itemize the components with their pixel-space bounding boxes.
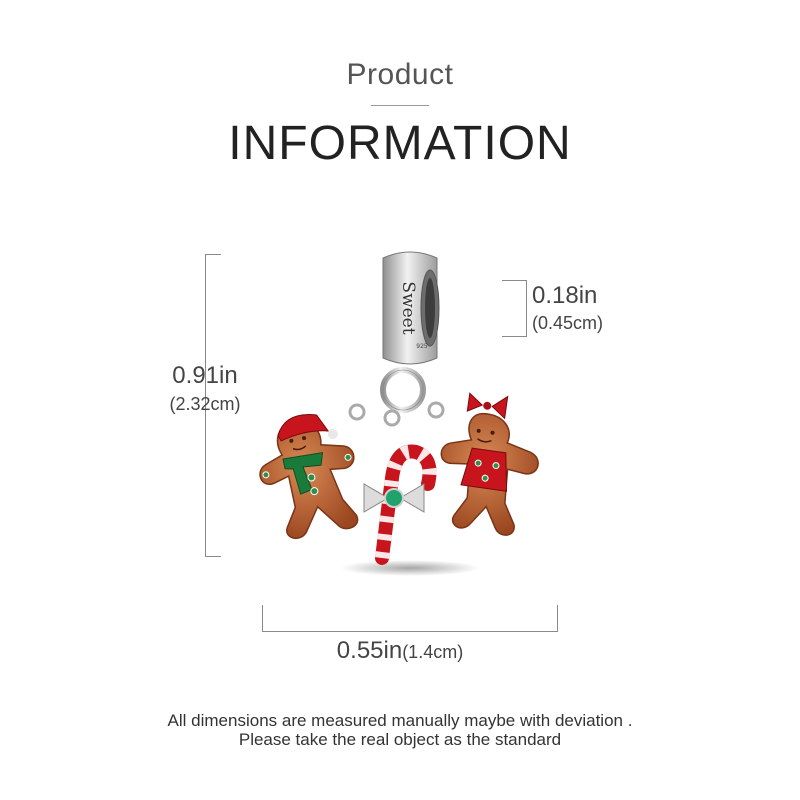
silver-bow bbox=[363, 483, 425, 513]
subtitle-divider bbox=[371, 105, 429, 106]
bail-bracket-bottom bbox=[502, 336, 527, 337]
height-bracket-vertical bbox=[205, 254, 206, 557]
drop-shadow bbox=[340, 560, 480, 576]
bail-engraving: Sweet bbox=[398, 281, 418, 334]
bail-metric-label: (0.45cm) bbox=[532, 313, 604, 333]
bail-hallmark: 925 bbox=[416, 343, 428, 350]
bail-bracket-top bbox=[502, 280, 527, 281]
height-bracket-bottom bbox=[205, 556, 221, 557]
bail-bracket-vertical bbox=[526, 280, 527, 337]
height-metric-label: (2.32cm) bbox=[169, 394, 241, 414]
gingerbread-man-left bbox=[259, 414, 359, 540]
width-bracket-horizontal bbox=[262, 631, 558, 632]
green-gem bbox=[384, 488, 404, 508]
header-subtitle: Product bbox=[346, 58, 454, 91]
height-bracket-top bbox=[205, 254, 221, 255]
width-bracket-left bbox=[262, 605, 263, 632]
width-imperial-label: 0.55in bbox=[336, 637, 403, 664]
page-title: INFORMATION bbox=[228, 117, 572, 170]
product-illustration: Sweet 925 bbox=[259, 251, 539, 576]
width-label: 0.55in(1.4cm) bbox=[0, 637, 800, 665]
width-bracket-right bbox=[557, 605, 558, 632]
center-link bbox=[383, 409, 401, 427]
footer-note-line2: Please take the real object as the stand… bbox=[238, 730, 562, 749]
height-imperial-label: 0.91in bbox=[172, 362, 238, 389]
gingerbread-girl-right bbox=[440, 392, 539, 536]
santa-hat bbox=[277, 414, 330, 442]
footer-note-line1: All dimensions are measured manually may… bbox=[167, 711, 633, 730]
red-dress bbox=[460, 447, 508, 492]
bail: Sweet 925 bbox=[382, 251, 440, 365]
bail-imperial-label: 0.18in bbox=[532, 282, 598, 309]
left-link bbox=[348, 403, 366, 421]
red-bow bbox=[466, 392, 509, 420]
candy-cane bbox=[363, 444, 437, 565]
right-link bbox=[427, 401, 445, 419]
width-metric-label: (1.4cm) bbox=[402, 642, 464, 662]
